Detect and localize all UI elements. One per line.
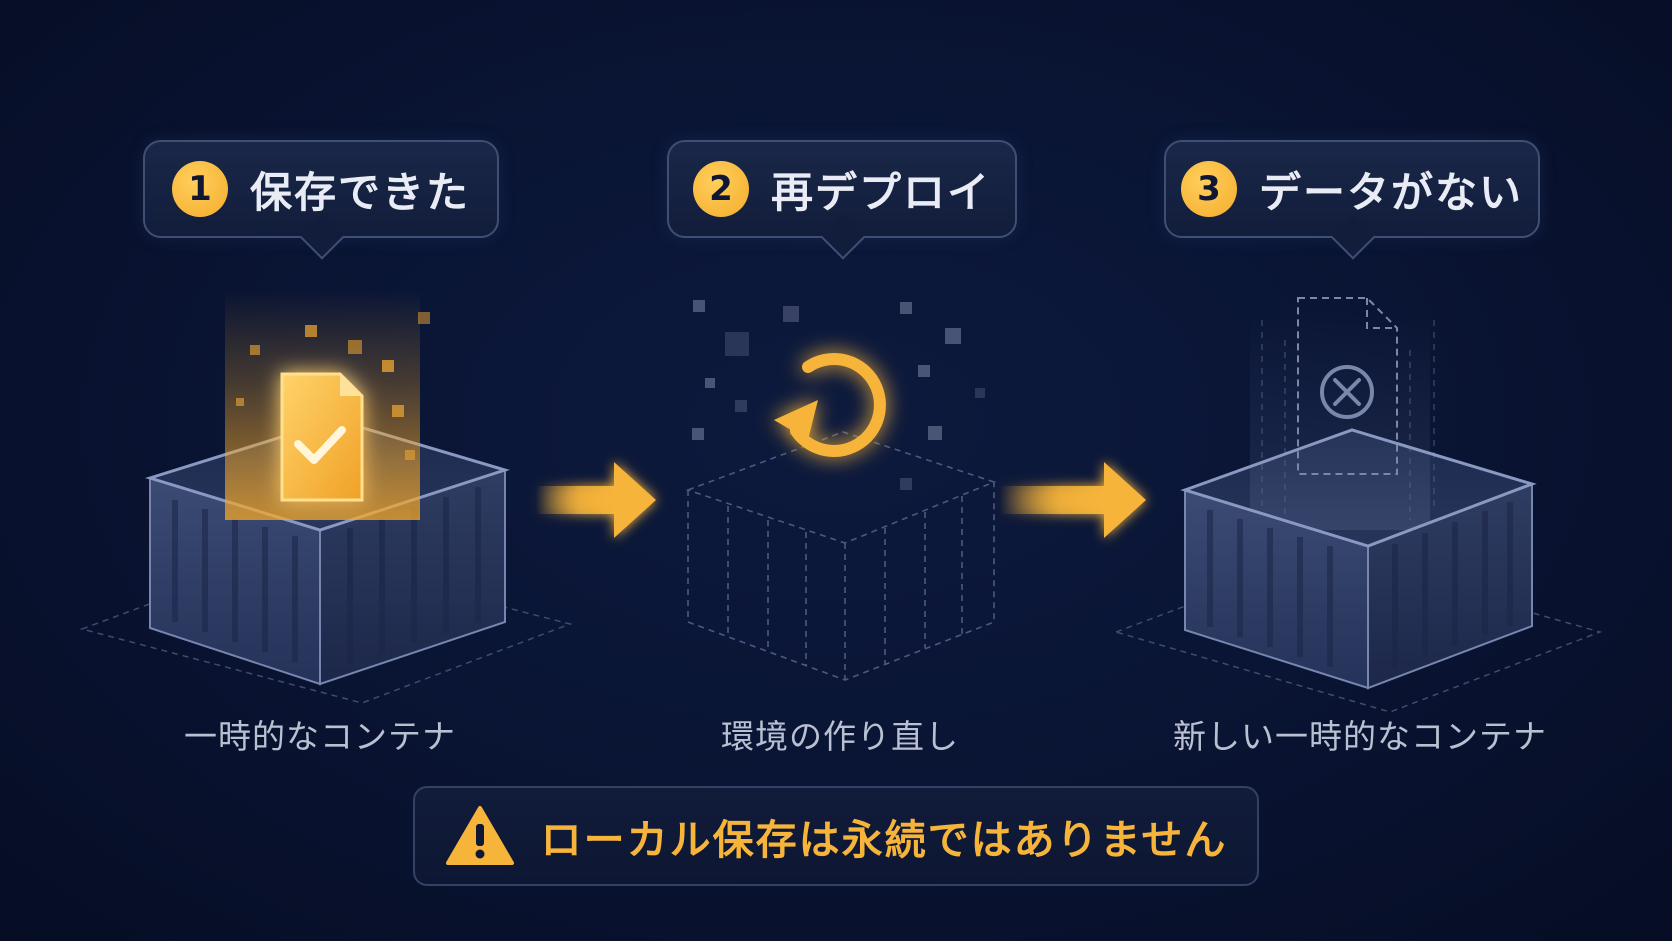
step-2-bubble: 2 再デプロイ (667, 140, 1017, 260)
step-1-caption: 一時的なコンテナ (184, 717, 456, 756)
step-title: 再デプロイ (770, 167, 991, 217)
step-3-bubble: 3 データがない (1164, 140, 1540, 260)
temporary-container-1 (79, 290, 573, 704)
arrow-right-icon (1000, 462, 1146, 538)
missing-file-icon (1297, 297, 1398, 475)
warning-icon (445, 806, 514, 865)
warning-banner: ローカル保存は永続ではありません (413, 786, 1259, 886)
step-number-badge: 2 (692, 161, 749, 217)
refresh-icon (774, 352, 886, 457)
warning-text: ローカル保存は永続ではありません (540, 816, 1228, 864)
rebuilding-container (685, 300, 997, 681)
step-3-caption: 新しい一時的なコンテナ (1173, 717, 1547, 756)
new-temporary-container (1113, 297, 1603, 713)
arrow-right-icon (536, 462, 656, 538)
file-check-icon (280, 372, 364, 502)
step-title: データがない (1258, 167, 1523, 217)
step-2-caption: 環境の作り直し (721, 717, 959, 756)
step-number-badge: 3 (1180, 161, 1237, 217)
step-title: 保存できた (249, 167, 470, 217)
step-1-bubble: 1 保存できた (143, 140, 499, 260)
step-number-badge: 1 (171, 161, 228, 217)
